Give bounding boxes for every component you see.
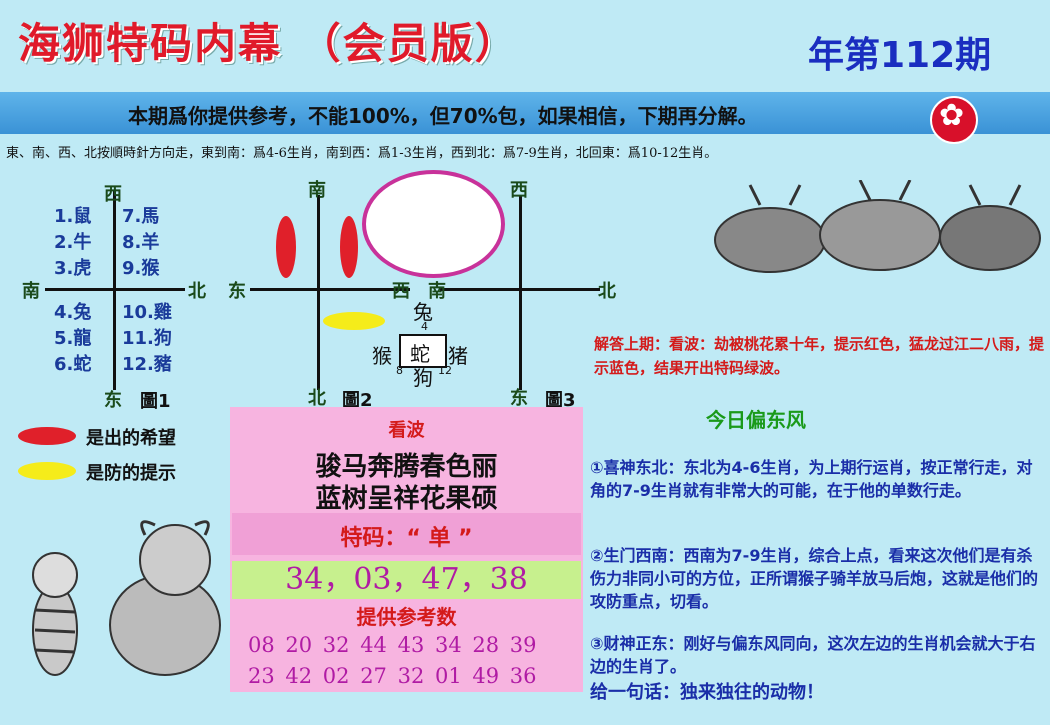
zodiac-item: 3.虎: [54, 258, 92, 279]
zodiac-item: 8.羊: [122, 232, 160, 253]
round-logo-icon: [362, 170, 505, 278]
yellow-legend-swatch: [18, 462, 76, 480]
fig3-top-label: 西: [510, 180, 528, 201]
zodiac-item: 11.狗: [122, 328, 172, 349]
hint-paragraph-1: ①喜神东北：东北为4-6生肖，为上期行运肖，按正常行走，对角的7-9生肖就有非常…: [590, 458, 1033, 500]
fig2-bottom-label: 北: [308, 388, 326, 409]
zodiac-item: 12.豬: [122, 354, 172, 375]
kanbo-label: 看波: [388, 420, 425, 441]
tema-label: 特码：“ 单 ”: [340, 526, 473, 551]
ref-numbers-row-2: 23 42 02 27 32 01 49 36: [248, 664, 537, 688]
zodiac-item: 10.雞: [122, 302, 172, 323]
fig3-vertical-axis: [519, 195, 522, 390]
center-right-number: 12: [438, 364, 452, 377]
fig1-caption: 圖1: [140, 391, 171, 412]
red-hope-marker: [276, 216, 296, 278]
reindeer-cartoon-icon: [714, 180, 1041, 273]
fig3-right-label: 北: [598, 281, 616, 302]
fig2-vertical-axis: [317, 195, 320, 390]
fig2-top-label: 南: [308, 180, 326, 201]
previous-answer: 解答上期：看波：劫被桃花累十年，提示红色，猛龙过江二八雨，提示蓝色，结果开出特码…: [594, 335, 1045, 377]
zodiac-item: 5.龍: [54, 328, 92, 349]
zodiac-item: 9.猴: [122, 258, 160, 279]
hint-paragraph-2: ②生门西南：西南为7-9生肖，综合上点，看来这次他们是有杀伤力非同小可的方位，正…: [590, 546, 1039, 611]
fig3-caption: 圖3: [545, 390, 576, 411]
ref-title: 提供参考数: [356, 605, 457, 629]
bauhinia-emblem-icon: [930, 96, 978, 144]
zodiac-item: 6.蛇: [54, 354, 92, 375]
zodiac-item: 1.鼠: [54, 206, 92, 227]
center-bottom-animal: 狗: [413, 366, 433, 390]
fig1-right-column: 7.馬 8.羊 9.猴 10.雞 11.狗 12.豬: [122, 204, 172, 378]
fig1-left-label: 南: [22, 281, 40, 302]
fig2-right-label: 西: [392, 281, 410, 302]
zodiac-item: 2.牛: [54, 232, 92, 253]
center-box: [399, 334, 447, 368]
issue-number: 年第112期: [808, 35, 992, 76]
center-top-number: 4: [421, 320, 428, 333]
hint-paragraph-3: ③财神正东：刚好与偏东风同向，这次左边的生肖机会就大于右边的生肖了。: [590, 634, 1036, 676]
ref-numbers-row-1: 08 20 32 44 43 34 28 39: [248, 633, 537, 657]
yellow-legend-label: 是防的提示: [86, 463, 176, 484]
red-hope-marker: [340, 216, 358, 278]
final-sentence: 给一句话：独来独往的动物！: [590, 682, 824, 703]
banner-text: 本期爲你提供参考，不能100%，但70%包，如果相信，下期再分解。: [128, 104, 758, 128]
fig1-top-label: 西: [104, 184, 122, 205]
fig2-caption: 圖2: [342, 390, 373, 411]
red-legend-label: 是出的希望: [86, 428, 176, 449]
page-title: 海狮特码内幕 （会员版）: [18, 19, 519, 68]
center-animal: 蛇: [410, 342, 430, 366]
fig2-horizontal-axis: [250, 288, 410, 291]
fig1-left-column: 1.鼠 2.牛 3.虎 4.兔 5.龍 6.蛇: [54, 204, 91, 378]
main-numbers: 34，03，47，38: [232, 561, 581, 599]
fig3-bottom-label: 东: [510, 388, 528, 409]
yellow-defense-marker: [323, 312, 385, 330]
zodiac-item: 4.兔: [54, 302, 92, 323]
fig3-horizontal-axis: [440, 288, 600, 291]
center-left-animal: 猴: [372, 344, 392, 368]
fig1-bottom-label: 东: [104, 390, 122, 411]
center-top-animal: 兔: [413, 300, 433, 324]
today-wind: 今日偏东风: [706, 408, 806, 432]
tema-row: [232, 513, 581, 555]
poem-line-2: 蓝树呈祥花果硕: [315, 484, 498, 514]
ox-cartoon-icon: [109, 520, 221, 676]
red-legend-swatch: [18, 427, 76, 445]
center-right-animal: 猪: [448, 344, 468, 368]
tiger-cartoon-icon: [32, 552, 78, 676]
zodiac-item: 7.馬: [122, 206, 160, 227]
fig2-left-label: 东: [228, 281, 246, 302]
direction-rule: 東、南、西、北按順時針方向走，東到南：爲4-6生肖，南到西：爲1-3生肖，西到北…: [6, 146, 718, 161]
center-left-number: 8: [396, 364, 403, 377]
fig1-horizontal-axis: [45, 288, 185, 291]
fig1-right-label: 北: [188, 281, 206, 302]
fig3-left-label: 南: [428, 281, 446, 302]
poem-line-1: 骏马奔腾春色丽: [315, 452, 498, 482]
banner-bar: [0, 92, 1050, 134]
